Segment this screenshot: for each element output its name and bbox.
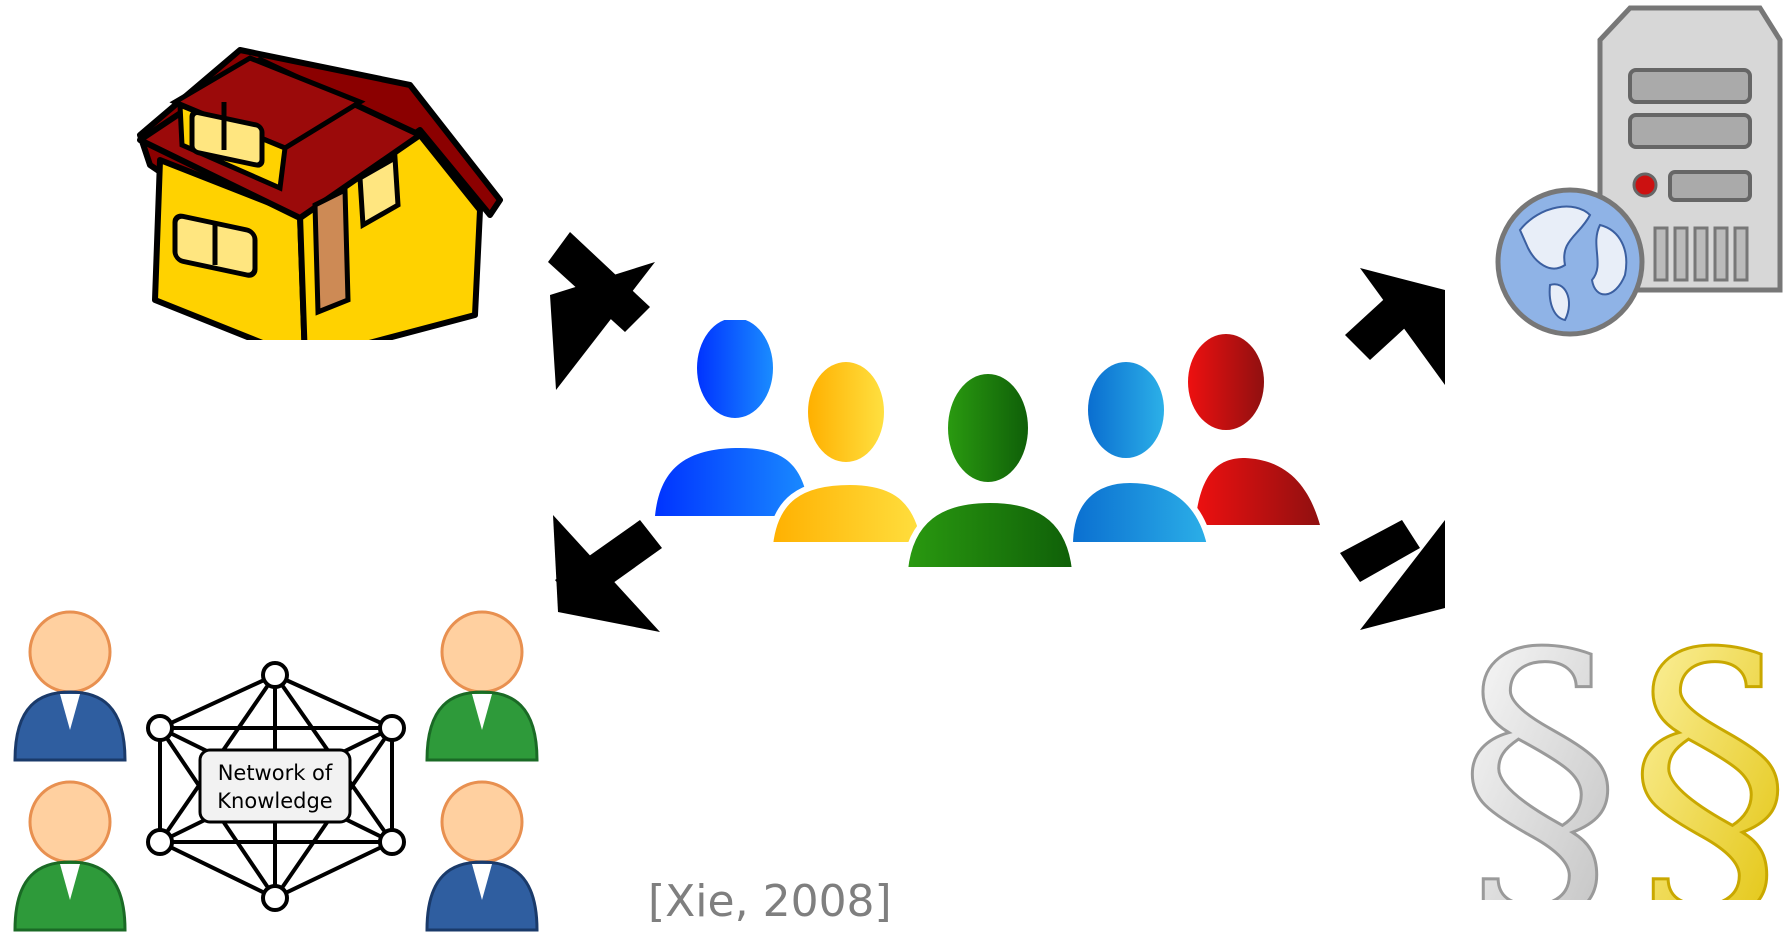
user-group-icon bbox=[655, 320, 1320, 570]
person-lightblue-icon bbox=[1066, 362, 1214, 548]
arrow-to-paragraphs-icon bbox=[1340, 520, 1445, 630]
arrow-to-house-icon bbox=[548, 232, 655, 390]
person-icon bbox=[425, 780, 539, 932]
person-green-icon bbox=[901, 374, 1079, 570]
arrow-to-network-icon bbox=[553, 515, 662, 632]
section-sign-icon: § § bbox=[1460, 600, 1790, 900]
person-icon bbox=[13, 780, 127, 932]
svg-text:§: § bbox=[1460, 600, 1623, 900]
network-label-line1: Network of bbox=[218, 761, 333, 785]
person-yellow-icon bbox=[766, 362, 929, 548]
network-of-knowledge-icon: Network of Knowledge bbox=[13, 610, 539, 932]
person-icon bbox=[13, 610, 127, 762]
network-label-line2: Knowledge bbox=[217, 789, 332, 813]
person-blue-icon bbox=[655, 320, 810, 516]
server-globe-icon bbox=[1495, 5, 1783, 337]
arrow-to-server-icon bbox=[1345, 268, 1445, 385]
person-icon bbox=[425, 610, 539, 762]
citation: [Xie, 2008] bbox=[648, 876, 892, 927]
person-red-icon bbox=[1188, 334, 1320, 525]
svg-text:§: § bbox=[1628, 600, 1790, 900]
house-icon bbox=[137, 47, 503, 340]
